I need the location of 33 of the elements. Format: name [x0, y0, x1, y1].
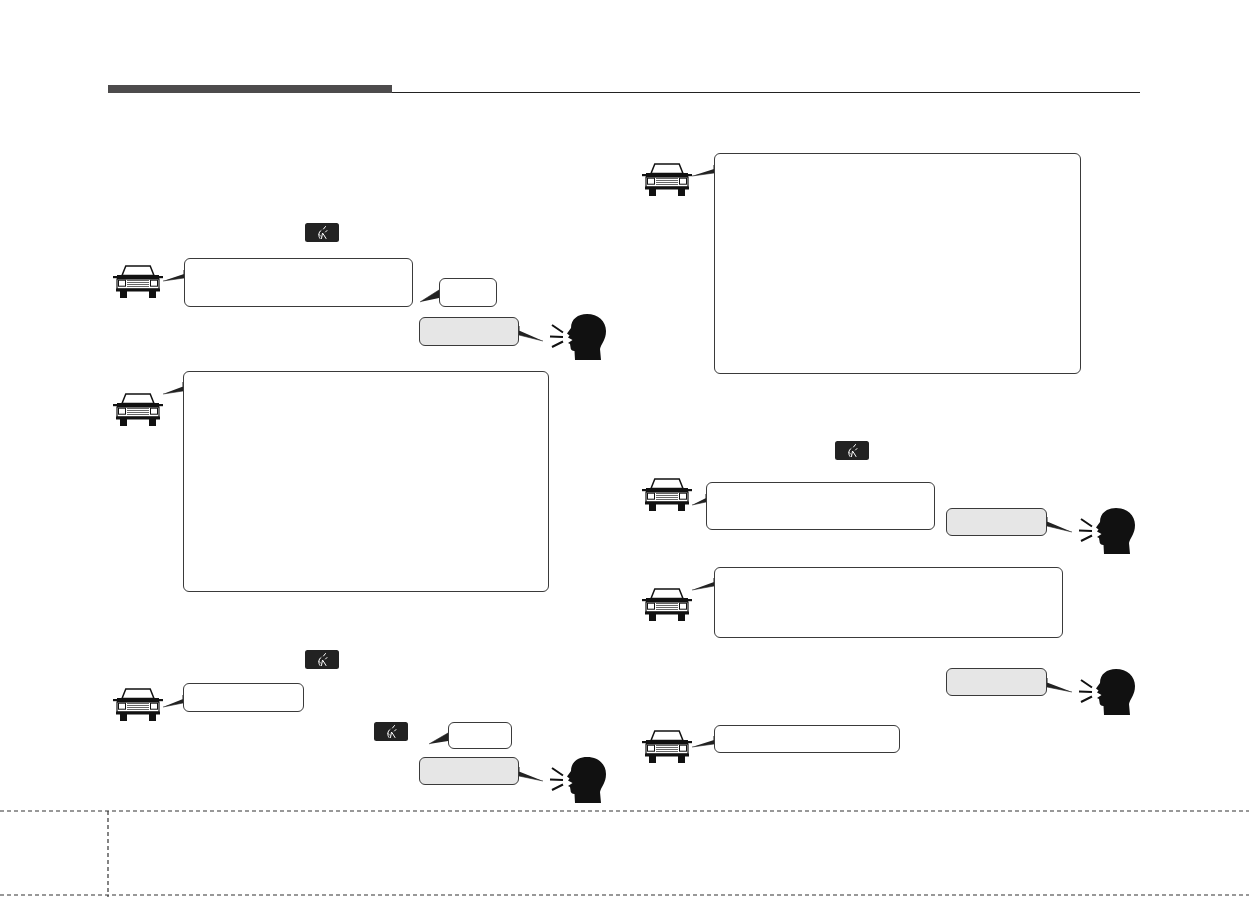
car-icon: [642, 730, 692, 763]
speech-bubble: [184, 258, 413, 307]
speech-bubble-tail: [691, 577, 715, 591]
speech-bubble-tail: [1046, 516, 1073, 533]
car-icon: [642, 163, 692, 196]
speech-bubble-tail: [162, 381, 184, 395]
speech-bubble-tail: [419, 289, 440, 303]
speech-bubble-tail: [518, 766, 544, 782]
speech-bubble-tail: [428, 732, 449, 745]
speech-bubble: [439, 278, 497, 307]
car-icon: [113, 265, 163, 298]
car-icon: [642, 478, 692, 511]
speech-bubble: [448, 722, 512, 749]
speech-bubble: [706, 482, 935, 530]
car-icon: [642, 588, 692, 621]
speech-bubble: [419, 317, 519, 346]
speech-bubble: [714, 153, 1081, 374]
speech-bubble: [714, 725, 900, 753]
speech-bubble: [714, 567, 1063, 638]
speech-bubble: [946, 508, 1047, 536]
speech-bubble: [183, 371, 549, 592]
speech-bubble: [946, 668, 1047, 696]
speech-bubble-tail: [691, 164, 715, 177]
speech-bubble-tail: [162, 269, 185, 282]
car-icon: [113, 688, 163, 721]
speech-bubble-tail: [518, 325, 544, 342]
speech-bubble-tail: [162, 694, 184, 708]
speech-bubble-tail: [691, 493, 707, 506]
speech-bubble: [419, 757, 519, 785]
car-icon: [113, 393, 163, 426]
speech-bubble-tail: [691, 735, 715, 748]
speech-bubble-tail: [1046, 677, 1073, 693]
speech-bubble: [183, 683, 304, 712]
